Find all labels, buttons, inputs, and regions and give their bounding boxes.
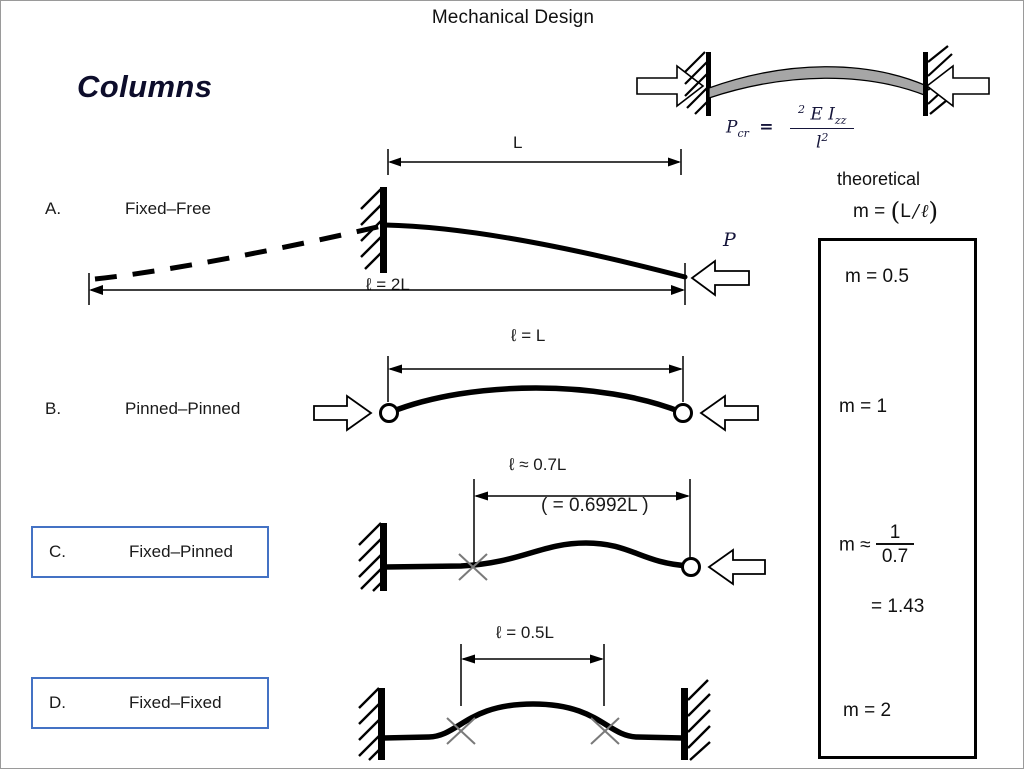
- deflection-curve-solid: [382, 222, 688, 280]
- result-c-denominator: 0.7: [875, 542, 915, 568]
- case-d-left-support: [358, 687, 385, 761]
- left-load-arrow: [636, 64, 705, 108]
- pcr-subscript: cr: [737, 126, 749, 140]
- case-b-diagram: [311, 346, 771, 436]
- case-c-dim-top: ℓ ≈ 0.7L: [509, 455, 567, 474]
- equals-sign: =: [759, 117, 774, 138]
- case-a-fixed-support: [360, 187, 387, 273]
- m-symbol: m: [853, 201, 869, 222]
- right-pin-support: [673, 403, 693, 423]
- case-c-highlight-box[interactable]: [31, 526, 269, 578]
- dimension-line-07L: [473, 479, 691, 563]
- denominator-exponent: 2: [821, 131, 829, 145]
- deflection-curve-double: [380, 701, 686, 741]
- case-c-diagram: [351, 479, 771, 592]
- dimension-line-2L: [88, 263, 686, 305]
- beam-shape: [708, 66, 928, 99]
- result-m-pinned-pinned: m = 1: [839, 396, 888, 417]
- case-d-label: Fixed–Fixed: [129, 693, 222, 712]
- case-b-left-arrow: [313, 394, 373, 432]
- case-a-load-arrow: [690, 259, 750, 297]
- case-a-diagram: [81, 149, 781, 311]
- deflection-curve-s: [382, 540, 692, 570]
- theoretical-formula: m = (L/ℓ): [853, 197, 938, 226]
- result-c-prefix: m ≈: [839, 534, 871, 556]
- result-m-fixed-pinned-value: = 1.43: [871, 596, 925, 617]
- denominator-term: l: [815, 132, 822, 153]
- case-c-pin-support: [681, 557, 701, 577]
- case-a-dim-top: L: [513, 133, 523, 152]
- case-d-dim-top: ℓ = 0.5L: [496, 623, 554, 642]
- case-b-label: Pinned–Pinned: [125, 399, 241, 418]
- case-a-id: A.: [45, 199, 62, 218]
- inflection-point-marker-left: [446, 717, 476, 745]
- m-equals: =: [874, 201, 886, 222]
- case-a-load-symbol: P: [723, 229, 736, 251]
- result-c-numerator: 1: [889, 522, 901, 543]
- formula-denominator: l2: [790, 129, 855, 153]
- pi-exponent: 2: [797, 103, 805, 116]
- case-d-id: D.: [49, 693, 66, 712]
- formula-fraction: 2 E Izz l2: [789, 103, 855, 153]
- case-c-load-arrow: [707, 548, 766, 586]
- dimension-line-L: [387, 149, 682, 175]
- result-m-fixed-free: m = 0.5: [845, 266, 909, 287]
- euler-buckling-formula: Pcr = 2 E Izz l2: [726, 103, 855, 153]
- case-c-id: C.: [49, 542, 66, 561]
- L-symbol: L: [900, 201, 911, 222]
- dimension-line-05L: [460, 644, 605, 706]
- inflection-point-marker: [458, 553, 488, 581]
- dimension-line-L-b: [387, 356, 684, 402]
- numerator-subscript: zz: [834, 114, 847, 128]
- result-m-fixed-fixed: m = 2: [843, 700, 892, 721]
- left-fixed-support: [684, 51, 711, 116]
- case-c-label: Fixed–Pinned: [129, 542, 233, 561]
- right-load-arrow: [925, 64, 990, 108]
- case-b-id: B.: [45, 399, 62, 418]
- case-c-dim-bottom: ( = 0.6992L ): [541, 495, 649, 516]
- slash-symbol: /: [912, 201, 919, 222]
- case-c-fixed-support: [358, 522, 387, 592]
- pcr-symbol: P: [726, 117, 738, 138]
- ell-symbol: ℓ: [920, 201, 929, 222]
- case-b-right-arrow: [699, 394, 759, 432]
- result-m-fixed-pinned: m ≈ 1 0.7: [839, 522, 915, 568]
- deflection-curve-dashed: [94, 222, 387, 282]
- case-d-highlight-box[interactable]: [31, 677, 269, 729]
- case-b-dim-top: ℓ = L: [511, 326, 546, 345]
- left-pin-support: [379, 403, 399, 423]
- theoretical-caption: theoretical: [837, 169, 921, 189]
- formula-numerator: 2 E Izz: [789, 103, 855, 130]
- result-c-fraction: 1 0.7: [875, 522, 915, 568]
- case-a-label: Fixed–Free: [125, 199, 211, 218]
- page-title: Mechanical Design: [431, 7, 595, 28]
- section-heading: Columns: [77, 69, 213, 104]
- deflection-curve-arch: [388, 385, 684, 415]
- open-paren: (: [890, 197, 901, 226]
- numerator-terms: E I: [810, 104, 835, 125]
- buckled-beam-illustration: [636, 45, 997, 116]
- case-d-right-support: [681, 679, 711, 761]
- results-panel: m = 0.5 m = 1 m ≈ 1 0.7 = 1.43 m = 2: [818, 238, 977, 759]
- case-d-diagram: [351, 644, 731, 761]
- close-paren: ): [928, 197, 939, 226]
- inflection-point-marker-right: [590, 717, 620, 745]
